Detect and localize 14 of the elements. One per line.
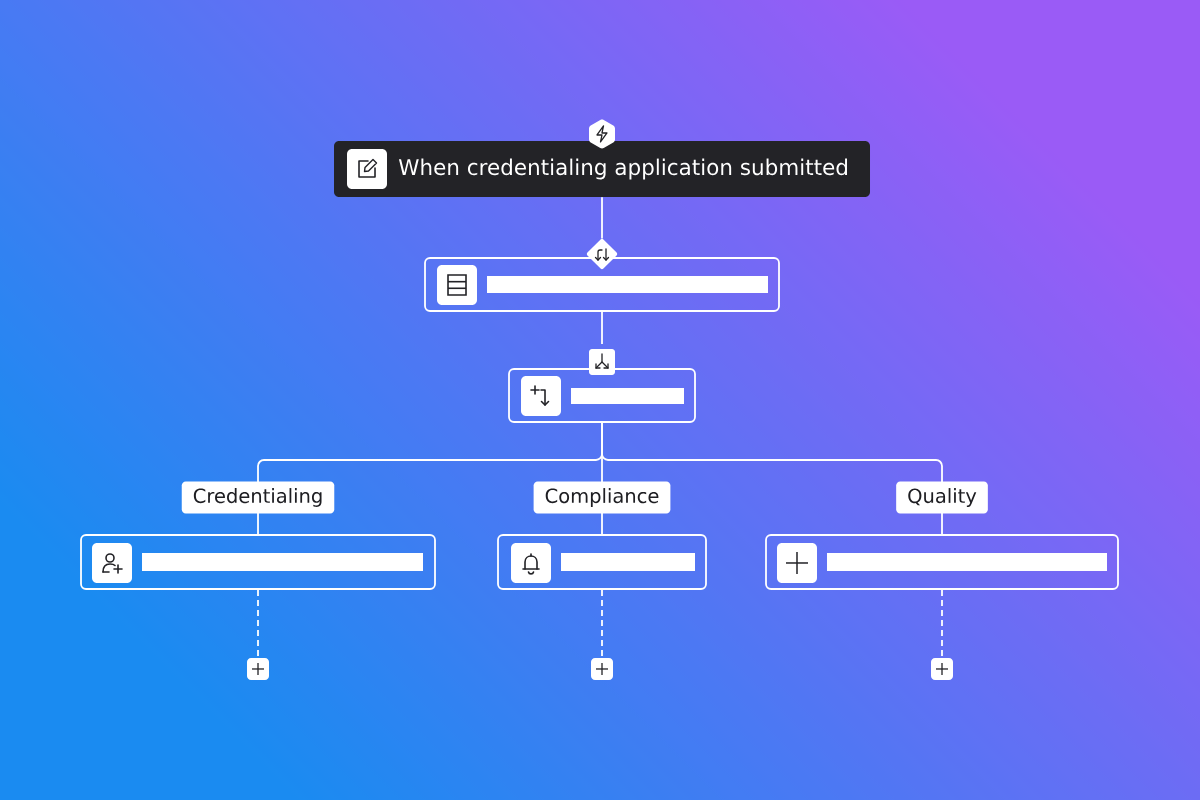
step-box [80,534,436,590]
connector-line [601,311,603,345]
edge-label: Credentialing [181,481,335,514]
connector-line [601,589,603,659]
edge-label: Compliance [533,481,671,514]
step-box [765,534,1119,590]
connector-line [257,589,259,659]
step-box [497,534,707,590]
step-box [508,368,696,423]
edge-label: Quality [896,481,988,514]
step-box [424,257,780,312]
trigger-box: When credentialing application submitted [334,141,870,197]
connector-line [941,589,943,659]
connector-line [601,196,603,240]
